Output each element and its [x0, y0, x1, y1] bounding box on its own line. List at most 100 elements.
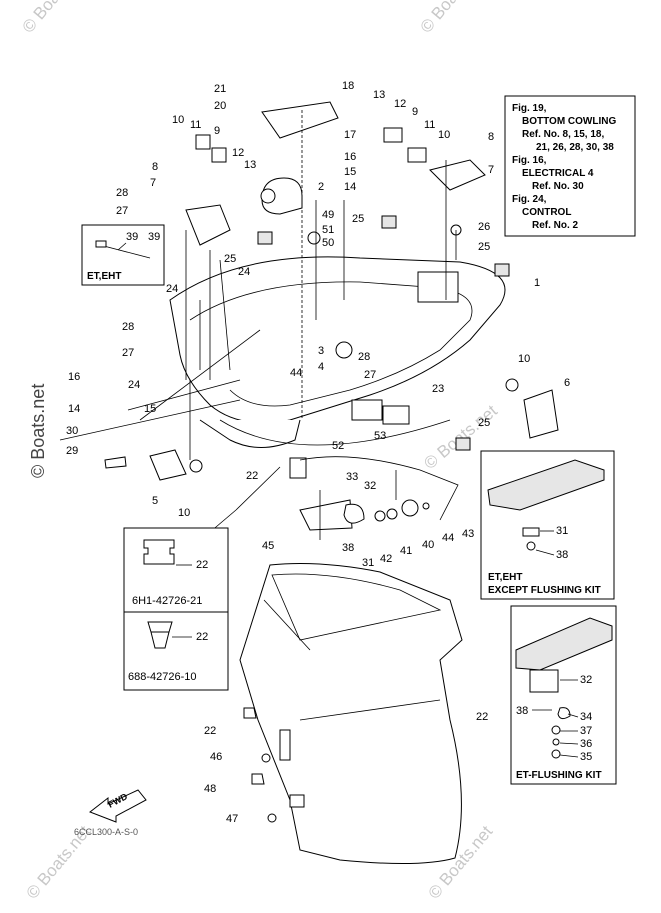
grommet-b-part: 22 [196, 631, 208, 643]
callout: 51 [322, 224, 334, 236]
callout: 15 [344, 166, 356, 178]
callout: 42 [380, 553, 392, 565]
callout: 44 [290, 367, 302, 379]
fk-part-36: 36 [580, 738, 592, 750]
fk-label: ET-FLUSHING KIT [516, 770, 602, 781]
fk-part-38: 38 [516, 705, 528, 717]
callout: 30 [66, 425, 78, 437]
ref-line-6: Ref. No. 30 [532, 181, 584, 192]
grommet-a-number: 6H1-42726-21 [132, 595, 202, 607]
fwd-arrow: FWD [88, 789, 147, 823]
callout: 12 [232, 147, 244, 159]
leader-lines [59, 110, 457, 601]
callout: 40 [422, 539, 434, 551]
fk-part-34: 34 [580, 711, 592, 723]
efk-part-31: 31 [556, 525, 568, 537]
callout: 11 [190, 119, 201, 131]
callout: 24 [128, 379, 140, 391]
ref-line-8: CONTROL [522, 207, 571, 218]
efk-label-1: ET,EHT [488, 572, 522, 583]
callout: 25 [352, 213, 364, 225]
callout: 52 [332, 440, 344, 452]
callout: 43 [462, 528, 474, 540]
callout: 27 [364, 369, 376, 381]
ref-line-5: ELECTRICAL 4 [522, 168, 594, 179]
callout: 17 [344, 129, 356, 141]
callout: 21 [214, 83, 226, 95]
ref-line-1: BOTTOM COWLING [522, 116, 616, 127]
efk-part-38: 38 [556, 549, 568, 561]
callout: 8 [152, 161, 158, 173]
callout: 18 [342, 80, 354, 92]
reference-box: Fig. 19, BOTTOM COWLING Ref. No. 8, 15, … [504, 95, 636, 237]
inset-flushing-kit: 32 38 34 37 36 35 ET-FLUSHING KIT [510, 605, 617, 785]
inset-grommet: 22 6H1-42726-21 22 688-42726-10 [123, 527, 229, 691]
callout: 27 [122, 347, 134, 359]
ref-line-3: 21, 26, 28, 30, 38 [536, 142, 614, 153]
callout: 5 [152, 495, 158, 507]
callout: 9 [412, 106, 418, 118]
grommet-a-part: 22 [196, 559, 208, 571]
callout: 28 [122, 321, 134, 333]
callout: 9 [214, 125, 220, 137]
callout: 46 [210, 751, 222, 763]
callout: 25 [224, 253, 236, 265]
callout: 14 [68, 403, 80, 415]
inset-except-flushing-kit: 31 38 ET,EHT EXCEPT FLUSHING KIT [480, 450, 615, 600]
watermark-left: © Boats.net [28, 384, 48, 478]
callout: 22 [476, 711, 488, 723]
callout: 26 [478, 221, 490, 233]
callout: 10 [172, 114, 184, 126]
inset-et-part: 39 [126, 231, 138, 243]
callout: 22 [204, 725, 216, 737]
callout: 45 [262, 540, 274, 552]
callout: 7 [488, 164, 494, 176]
ref-line-2: Ref. No. 8, 15, 18, [522, 129, 604, 140]
callout: 28 [116, 187, 128, 199]
callout: 1 [534, 277, 540, 289]
callout: 47 [226, 813, 238, 825]
callout: 28 [358, 351, 370, 363]
callout: 7 [150, 177, 156, 189]
grommet-b-number: 688-42726-10 [128, 671, 197, 683]
callout: 24 [166, 283, 178, 295]
ref-line-4: Fig. 16, [512, 155, 547, 166]
callout: 39 [148, 231, 160, 243]
fk-part-32: 32 [580, 674, 592, 686]
callout: 15 [144, 403, 156, 415]
callout: 38 [342, 542, 354, 554]
callout: 11 [424, 119, 435, 131]
callout: 25 [478, 417, 490, 429]
callout: 16 [68, 371, 80, 383]
inset-et-label: ET,EHT [87, 271, 121, 282]
callout: 12 [394, 98, 406, 110]
callout: 44 [442, 532, 454, 544]
fk-part-35: 35 [580, 751, 592, 763]
callout: 33 [346, 471, 358, 483]
callout: 24 [238, 266, 250, 278]
callout: 49 [322, 209, 334, 221]
diagram-code: 6CCL300-A-S-0 [74, 827, 138, 837]
callout: 10 [518, 353, 530, 365]
callout-numbers: 21 18 20 17 13 12 9 11 10 8 10 11 9 12 1… [66, 80, 570, 825]
callout: 4 [318, 361, 324, 373]
callout: 2 [318, 181, 324, 193]
callout: 25 [478, 241, 490, 253]
callout: 23 [432, 383, 444, 395]
callout: 14 [344, 181, 356, 193]
callout: 41 [400, 545, 412, 557]
callout: 29 [66, 445, 78, 457]
callout: 27 [116, 205, 128, 217]
callout: 22 [246, 470, 258, 482]
ref-line-7: Fig. 24, [512, 194, 547, 205]
callout: 32 [364, 480, 376, 492]
callout: 48 [204, 783, 216, 795]
bottom-cowling-tray [139, 256, 506, 448]
callout: 6 [564, 377, 570, 389]
callout: 13 [244, 159, 256, 171]
top-small-parts [104, 101, 559, 531]
ref-line-9: Ref. No. 2 [532, 220, 579, 231]
callout: 53 [374, 430, 386, 442]
